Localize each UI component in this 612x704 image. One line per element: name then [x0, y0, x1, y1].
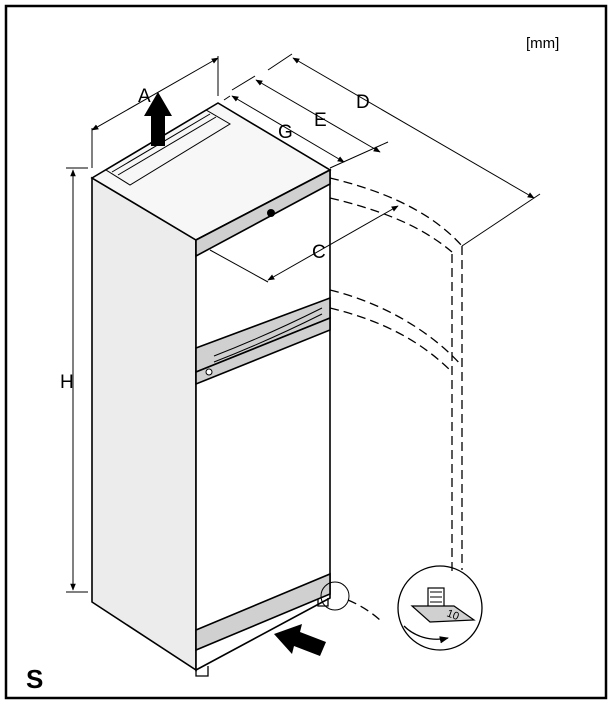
dim-d-depth-open — [267, 53, 541, 247]
foot-detail: 10 — [320, 565, 483, 651]
fridge-feet — [195, 666, 209, 677]
dim-c-door — [209, 205, 399, 283]
open-door-outline — [329, 177, 463, 572]
fridge-door-top-strip — [195, 316, 331, 386]
push-arrow — [274, 624, 326, 656]
dim-h-height — [66, 167, 88, 593]
diagram-frame — [4, 4, 608, 700]
fridge-side-face — [91, 176, 197, 672]
lift-arrow-up — [144, 92, 172, 146]
unit-label: [mm] — [526, 35, 559, 52]
dim-d-label: D — [356, 92, 370, 113]
dim-a-width — [91, 56, 219, 168]
svg-text:10: 10 — [445, 608, 461, 623]
corner-label: S — [26, 664, 43, 694]
dim-h-label: H — [60, 372, 74, 393]
freezer-door-knob — [267, 209, 275, 217]
fridge-door-bottom-strip — [195, 572, 331, 652]
dim-c-label: C — [312, 242, 326, 263]
fridge-door-hinge-dot — [205, 368, 213, 376]
foot-detail-magnifier — [397, 565, 483, 651]
dim-a-label: A — [138, 86, 151, 107]
dim-g-label: G — [278, 122, 293, 143]
dim-e-label: E — [314, 110, 327, 131]
